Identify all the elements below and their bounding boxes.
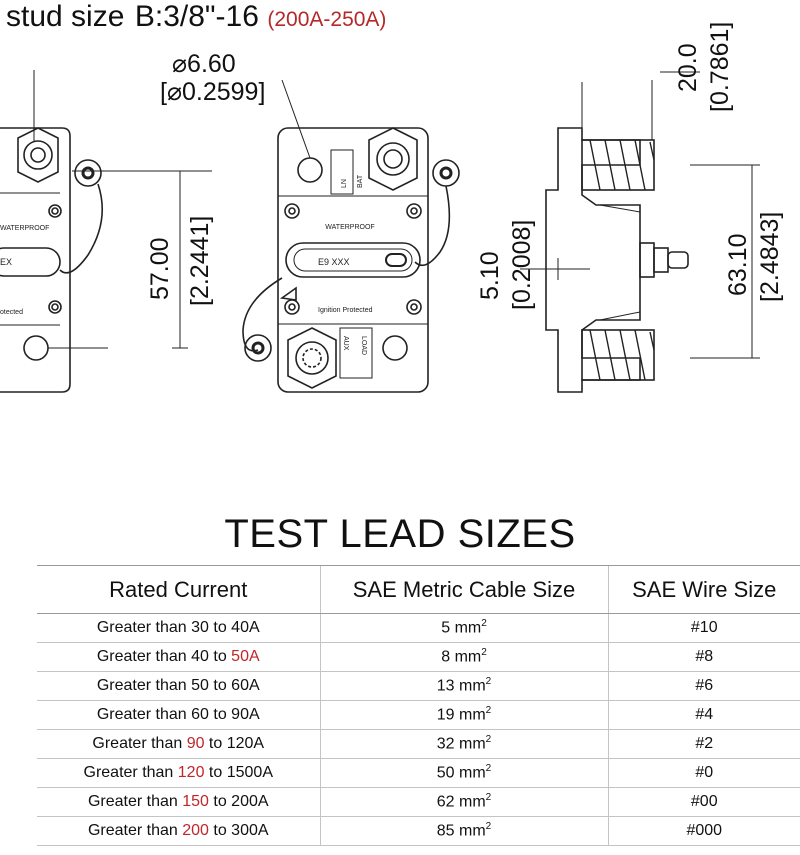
height-dimension-mm: 57.00 <box>146 237 174 300</box>
metric-cable-value: 50 mm <box>436 764 486 782</box>
current-range: (200A-250A) <box>267 8 387 31</box>
wire-size-cell: #8 <box>607 642 800 672</box>
depth-dimension-mm: 5.10 <box>476 251 504 300</box>
wire-size-cell: #4 <box>607 700 800 730</box>
overall-dimension-in: [2.4843] <box>756 212 784 302</box>
rated-current-highlight: 120 <box>177 764 205 781</box>
squared-superscript: 2 <box>485 734 492 746</box>
squared-superscript: 2 <box>485 705 492 717</box>
model-label: E9 XXX <box>318 257 350 267</box>
stud-dimension-mm: 20.0 <box>674 43 702 92</box>
rated-current-cell: Greater than 40 to 50A <box>37 642 320 672</box>
rated-current-text: Greater than <box>83 764 178 781</box>
wire-size-cell: #6 <box>607 671 800 701</box>
metric-cable-value: 5 mm <box>441 619 482 637</box>
metric-cable-cell: 19 mm2 <box>319 700 608 730</box>
stud-size-header: stud size B:3/8"-16 (200A-250A) <box>6 0 386 34</box>
wire-size-cell: #2 <box>607 729 800 759</box>
squared-superscript: 2 <box>481 618 487 630</box>
rated-current-text: Greater than <box>92 735 187 752</box>
overall-dimension-mm: 63.10 <box>724 233 752 296</box>
hole-dimension-mm: ⌀6.60 <box>172 50 236 78</box>
metric-cable-cell: 32 mm2 <box>319 729 608 759</box>
header-rated-current: Rated Current <box>37 565 320 614</box>
breaker-drawing: ⌀6.60 [⌀0.2599] 57.00 [2.2441] 5.10 [0.2… <box>0 22 784 393</box>
ln-label: LN <box>341 179 348 188</box>
rated-current-cell: Greater than 120 to 1500A <box>37 758 320 788</box>
bat-label: BAT <box>357 174 364 188</box>
left-model-label: EX <box>0 257 12 267</box>
rated-current-text: Greater than 50 to 60A <box>96 677 260 694</box>
metric-cable-cell: 50 mm2 <box>319 758 608 788</box>
load-label: LOAD <box>360 336 367 355</box>
rated-current-cell: Greater than 90 to 120A <box>37 729 320 759</box>
stud-size-prefix: stud size <box>6 0 125 33</box>
height-dimension-in: [2.2441] <box>186 216 214 306</box>
rated-current-cell: Greater than 60 to 90A <box>37 700 320 730</box>
rated-current-text: Greater than <box>87 822 183 839</box>
squared-superscript: 2 <box>485 821 492 833</box>
side-profile-view <box>520 71 760 393</box>
metric-cable-cell: 5 mm2 <box>319 613 608 643</box>
metric-cable-value: 85 mm <box>436 822 486 840</box>
rated-current-cell: Greater than 30 to 40A <box>37 613 320 643</box>
waterproof-label: WATERPROOF <box>325 224 374 231</box>
metric-cable-cell: 8 mm2 <box>319 642 608 672</box>
rated-current-suffix: to 1500A <box>204 764 273 781</box>
left-ignition-label: otected <box>0 309 23 316</box>
rated-current-text: Greater than 40 to <box>96 648 232 665</box>
metric-cable-value: 8 mm <box>441 648 482 666</box>
squared-superscript: 2 <box>485 792 492 804</box>
metric-cable-cell: 13 mm2 <box>319 671 608 701</box>
rated-current-highlight: 200 <box>182 822 209 839</box>
ignition-label: Ignition Protected <box>318 307 373 314</box>
table-header-row: Rated Current SAE Metric Cable Size SAE … <box>37 565 800 614</box>
squared-superscript: 2 <box>485 763 492 775</box>
stud-size-spec: B:3/8"-16 <box>134 0 259 33</box>
wire-size-cell: #000 <box>607 816 800 846</box>
rated-current-highlight: 50A <box>231 648 260 665</box>
rated-current-suffix: to 300A <box>208 822 269 839</box>
rated-current-text: Greater than 30 to 40A <box>96 619 260 636</box>
rated-current-suffix: to 120A <box>204 735 265 752</box>
left-breaker-view <box>0 70 212 393</box>
rated-current-cell: Greater than 50 to 60A <box>37 671 320 701</box>
wire-size-cell: #10 <box>607 613 800 643</box>
metric-cable-value: 13 mm <box>436 677 486 695</box>
squared-superscript: 2 <box>481 647 487 659</box>
hole-dimension-in: [⌀0.2599] <box>160 78 265 106</box>
rated-current-cell: Greater than 200 to 300A <box>37 816 320 846</box>
header-metric-cable: SAE Metric Cable Size <box>319 565 608 614</box>
rated-current-highlight: 90 <box>186 735 205 752</box>
test-lead-title: TEST LEAD SIZES <box>224 512 576 556</box>
rated-current-cell: Greater than 150 to 200A <box>37 787 320 817</box>
metric-cable-cell: 62 mm2 <box>319 787 608 817</box>
metric-cable-value: 62 mm <box>436 793 486 811</box>
aux-label: AUX <box>342 336 349 351</box>
metric-cable-value: 32 mm <box>436 735 486 753</box>
squared-superscript: 2 <box>485 676 492 688</box>
wire-size-cell: #0 <box>607 758 800 788</box>
left-waterproof-label: WATERPROOF <box>0 225 49 232</box>
rated-current-text: Greater than 60 to 90A <box>96 706 260 723</box>
rated-current-text: Greater than <box>87 793 183 810</box>
stud-dimension-in: [0.7861] <box>706 22 734 112</box>
wire-size-cell: #00 <box>607 787 800 817</box>
depth-dimension-in: [0.2008] <box>508 220 536 310</box>
metric-cable-value: 19 mm <box>436 706 486 724</box>
rated-current-highlight: 150 <box>182 793 209 810</box>
metric-cable-cell: 85 mm2 <box>319 816 608 846</box>
test-lead-table: Rated Current SAE Metric Cable Size SAE … <box>37 565 800 846</box>
header-wire-size: SAE Wire Size <box>607 565 800 614</box>
center-breaker-view <box>242 79 460 393</box>
rated-current-suffix: to 200A <box>208 793 269 810</box>
